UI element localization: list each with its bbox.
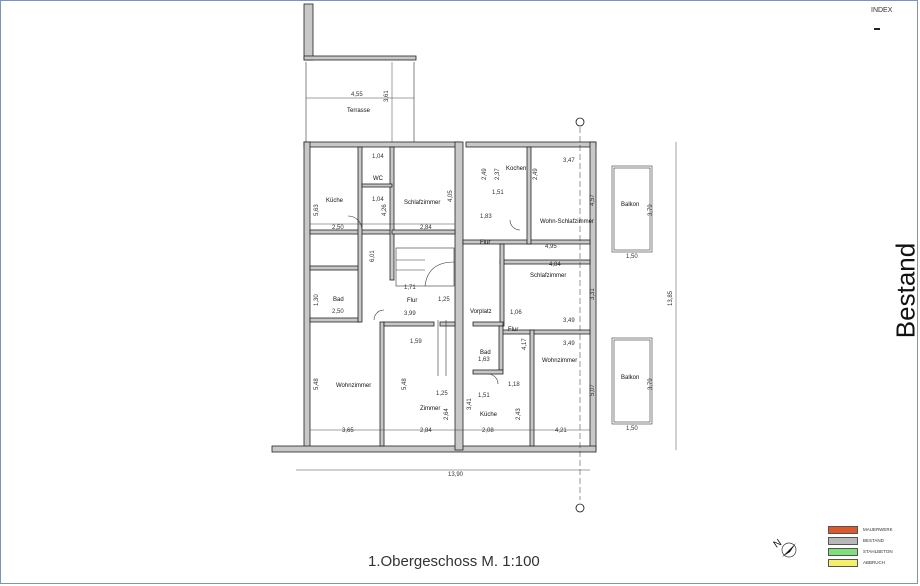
- dim-label: 6,01: [370, 250, 376, 262]
- room-kochen: Kochen: [506, 166, 526, 172]
- dim-label: 3,47: [563, 158, 575, 164]
- dim-label: 4,05: [448, 190, 454, 202]
- axis-marker-top: [575, 117, 585, 127]
- room-bad-left: Bad: [333, 297, 344, 303]
- dim-label: 2,37: [495, 168, 501, 180]
- index-label: INDEX: [871, 7, 893, 14]
- legend-item: MAUERWERK: [828, 524, 893, 535]
- dim-label: 4,95: [545, 244, 557, 250]
- room-zimmer: Zimmer: [420, 406, 440, 412]
- north-arrow-icon: N: [772, 537, 797, 558]
- room-vorplatz: Vorplatz: [470, 309, 492, 315]
- legend-swatch: [828, 536, 858, 545]
- dim-label: 2,64: [444, 408, 450, 420]
- dim-label: 13,85: [668, 290, 674, 306]
- dim-label: 1,04: [372, 154, 384, 160]
- dim-label: 2,84: [420, 225, 432, 231]
- room-schlafzimmer-left: Schlafzimmer: [404, 200, 440, 206]
- dim-label: 1,71: [404, 285, 416, 291]
- dim-label: 2,49: [533, 168, 539, 180]
- room-flur-center: Flur: [480, 240, 490, 246]
- room-balkon-bottom: Balkon: [621, 375, 639, 381]
- room-wohnzimmer-left: Wohnzimmer: [336, 383, 371, 389]
- legend-swatch: [828, 525, 858, 534]
- dim-label: 1,04: [372, 197, 384, 203]
- legend-label: BESTAND: [863, 538, 884, 543]
- north-wall-left: [303, 141, 461, 148]
- dim-label: 1,59: [410, 339, 422, 345]
- dim-label: 1,50: [626, 254, 638, 260]
- terrace-wall-post: [303, 3, 314, 61]
- room-terrasse: Terrasse: [347, 108, 371, 114]
- dim-label: 1,83: [480, 214, 492, 220]
- room-wohn-schlafzimmer: Wohn-Schlafzimmer: [540, 219, 594, 225]
- material-legend: MAUERWERK BESTAND STAHLBETON ABBRUCH: [828, 524, 893, 568]
- dim-label: 5,48: [314, 378, 320, 390]
- dim-label: 2,50: [332, 309, 344, 315]
- legend-item: BESTAND: [828, 535, 893, 546]
- room-flur-right: Flur: [508, 327, 518, 333]
- legend-item: ABBRUCH: [828, 557, 893, 568]
- dim-label: 3,61: [384, 90, 390, 102]
- dim-label: 4,17: [522, 338, 528, 350]
- room-schlafzimmer-right: Schlafzimmer: [530, 273, 566, 279]
- dim-label: 3,31: [590, 288, 596, 300]
- dim-label: 13,90: [448, 472, 464, 478]
- dim-label: 3,79: [648, 378, 654, 390]
- axis-marker-bottom: [575, 503, 585, 513]
- legend-swatch: [828, 547, 858, 556]
- room-wc: WC: [373, 176, 384, 182]
- dim-label: 4,57: [590, 194, 596, 206]
- dim-label: 1,25: [436, 391, 448, 397]
- dim-label: 1,50: [626, 426, 638, 432]
- dim-label: 2,84: [420, 428, 432, 434]
- north-wall-right: [465, 141, 597, 148]
- dim-label: 2,49: [482, 168, 488, 180]
- terrace-top-wall: [303, 55, 417, 61]
- legend-label: STAHLBETON: [863, 549, 893, 554]
- legend-label: ABBRUCH: [863, 560, 886, 565]
- dim-label: 3,79: [648, 204, 654, 216]
- dim-label: 1,51: [478, 393, 490, 399]
- room-kueche-right: Küche: [480, 412, 498, 418]
- index-value: [874, 28, 880, 30]
- dim-label: 1,51: [492, 190, 504, 196]
- room-kueche-left: Küche: [326, 198, 344, 204]
- dim-label: 3,49: [563, 341, 575, 347]
- dim-label: 5,48: [402, 378, 408, 390]
- dim-label: 1,63: [478, 357, 490, 363]
- dim-label: 3,99: [404, 311, 416, 317]
- dim-label: 2,50: [332, 225, 344, 231]
- dim-label: 1,30: [314, 294, 320, 306]
- dim-label: 4,26: [382, 204, 388, 216]
- legend-swatch: [828, 558, 858, 567]
- west-wall: [303, 141, 311, 451]
- dim-label: 1,06: [510, 310, 522, 316]
- dim-label: 5,63: [314, 204, 320, 216]
- room-bad-right: Bad: [480, 350, 491, 356]
- status-label: Bestand: [890, 242, 920, 339]
- room-balkon-top: Balkon: [621, 202, 639, 208]
- south-wall: [271, 445, 597, 453]
- dim-label: 2,08: [482, 428, 494, 434]
- center-wall: [454, 141, 464, 451]
- dim-label: 3,41: [467, 398, 473, 410]
- dim-label: 1,18: [508, 382, 520, 388]
- legend-label: MAUERWERK: [863, 527, 893, 532]
- dim-label: 5,07: [590, 384, 596, 396]
- legend-item: STAHLBETON: [828, 546, 893, 557]
- dim-label: 4,84: [549, 262, 561, 268]
- dim-label: 3,49: [563, 318, 575, 324]
- dim-label: 2,43: [516, 408, 522, 420]
- plan-title: 1.Obergeschoss M. 1:100: [368, 553, 540, 570]
- balcony-top: [611, 165, 653, 253]
- dim-label: 4,55: [351, 92, 363, 98]
- dim-label: 3,65: [342, 428, 354, 434]
- dim-label: 1,25: [438, 297, 450, 303]
- balcony-bottom: [611, 337, 653, 425]
- room-wohnzimmer-right: Wohnzimmer: [542, 358, 577, 364]
- room-flur-left: Flur: [407, 298, 417, 304]
- dim-label: 4,21: [555, 428, 567, 434]
